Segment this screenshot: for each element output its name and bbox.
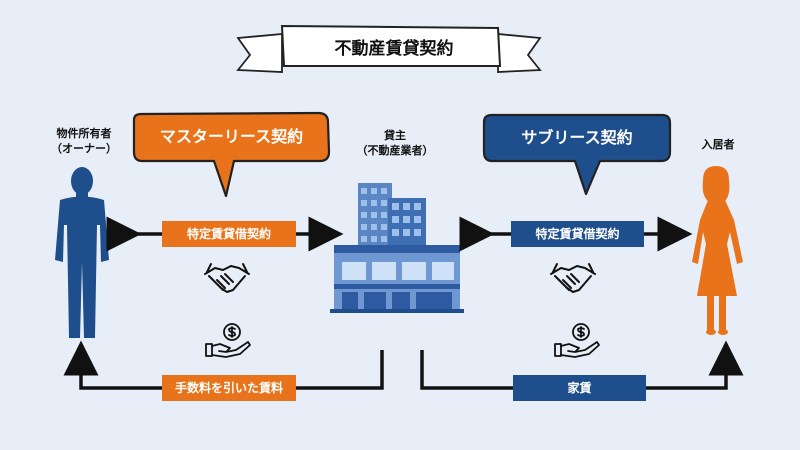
owner-label-line2: （オーナー） (51, 142, 117, 155)
master-lease-bubble (132, 111, 331, 198)
owner-label: 物件所有者 （オーナー） (40, 126, 128, 156)
master-contract-box: 特定賃貸借契約 (162, 221, 296, 247)
tenant-payment-box: 家賃 (513, 375, 646, 401)
landlord-label-line1: 貸主 (384, 129, 406, 142)
diagram-title: 不動産賃貸契約 (334, 39, 454, 59)
money-hand-icon (205, 323, 251, 358)
master-lease-bubble-label: マスターリース契約 (159, 127, 304, 146)
landlord-label-line2: （不動産業者） (356, 144, 434, 157)
building-icon (330, 183, 464, 313)
tenant-label: 入居者 (701, 138, 735, 151)
landlord-label: 貸主 （不動産業者） (350, 128, 440, 158)
man-silhouette-icon (55, 167, 109, 338)
sublease-contract-box: 特定賃貸借契約 (511, 221, 644, 247)
title-ribbon (236, 24, 542, 73)
money-hand-icon (554, 323, 600, 358)
sublease-bubble (482, 113, 672, 196)
woman-silhouette-icon (692, 166, 743, 335)
handshake-icon (550, 263, 596, 293)
sublease-bubble-label: サブリース契約 (521, 128, 633, 147)
owner-payment-box: 手数料を引いた賃料 (162, 375, 296, 401)
handshake-icon (204, 263, 250, 293)
owner-label-line1: 物件所有者 (56, 127, 112, 140)
